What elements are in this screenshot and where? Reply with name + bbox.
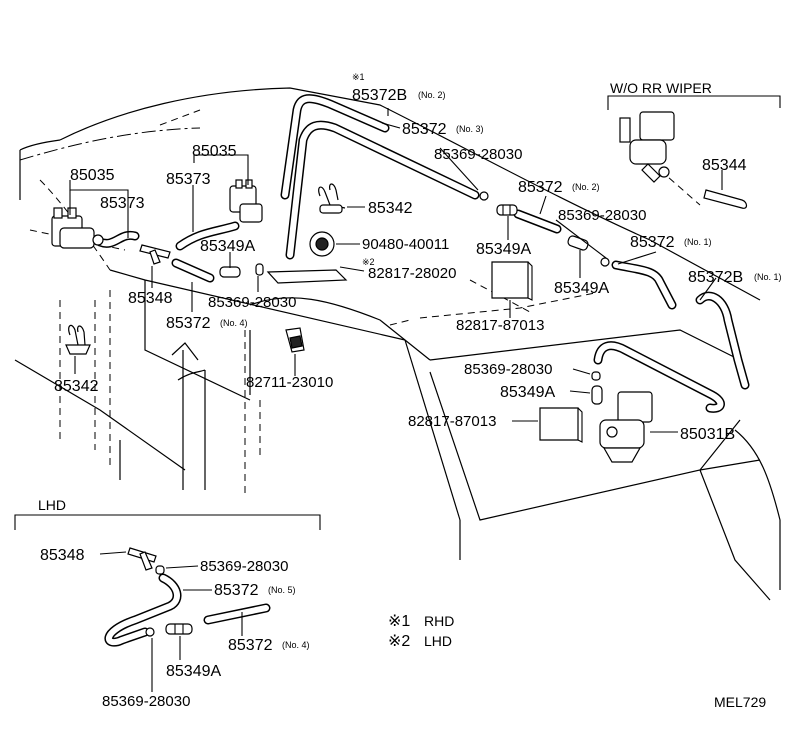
- grommet-icon: [309, 231, 335, 257]
- legend-rhd: RHD: [424, 613, 454, 629]
- washer-pump-inset-icon: [619, 111, 675, 183]
- vehicle-body-outline: [14, 87, 781, 601]
- label-85031b: 85031B: [680, 426, 735, 443]
- washer-pump-center-icon: [229, 179, 263, 223]
- header-lhd: LHD: [38, 497, 66, 513]
- part-labels: ※1 85372B (No. 2) 85372 (No. 3) 85369-28…: [54, 72, 782, 443]
- label-85372-no2: 85372: [518, 179, 563, 196]
- lhd-joint-ring-b-icon: [145, 627, 155, 637]
- label-85372b-no2: 85372B: [352, 87, 407, 104]
- label-85349a-right: 85349A: [554, 280, 609, 297]
- label-85349a-center: 85349A: [200, 238, 255, 255]
- joint-ring-lower-icon: [591, 371, 601, 381]
- legend-lhd: LHD: [424, 633, 452, 649]
- label-85372b-no1: 85372B: [688, 269, 743, 286]
- washer-pump-left-icon: [51, 207, 104, 249]
- check-valve-center-icon: [219, 266, 241, 278]
- legend: ※1 RHD ※2 LHD: [388, 613, 454, 650]
- label-85372b-no2-note: (No. 2): [418, 90, 446, 100]
- washer-hoses: [95, 94, 750, 413]
- note-mark-1: ※1: [352, 72, 365, 82]
- tee-joint-icon: [139, 244, 171, 265]
- label-82817-87013-top: 82817-87013: [456, 317, 544, 334]
- lhd-inset: [14, 514, 321, 647]
- label-90480: 90480-40011: [362, 236, 449, 253]
- joint-ring-center-icon: [255, 263, 264, 276]
- label-85349a-mid: 85349A: [476, 241, 531, 258]
- label-82817-28020: 82817-28020: [368, 265, 456, 282]
- label-85372-no2-note: (No. 2): [572, 182, 600, 192]
- label-85369-center: 85369-28030: [208, 294, 296, 311]
- lhd-label-85372-no4: 85372: [228, 637, 273, 654]
- catalog-code: MEL729: [714, 694, 766, 710]
- hose-clip-icon: [285, 327, 305, 353]
- legend-rhd-mark: ※1: [388, 613, 410, 630]
- joint-ring-mid-icon: [600, 257, 610, 267]
- note-mark-2: ※2: [362, 257, 375, 267]
- check-valve-mid-icon: [496, 204, 518, 216]
- label-85035-left: 85035: [70, 167, 115, 184]
- lhd-labels: LHD 85348 85369-28030 85372 (No. 5) 8537…: [38, 497, 310, 710]
- label-85372-no3-note: (No. 3): [456, 124, 484, 134]
- label-82711: 82711-23010: [246, 374, 333, 391]
- check-valve-lower-icon: [591, 385, 603, 405]
- legend-lhd-mark: ※2: [388, 633, 410, 650]
- pad-top-icon: [491, 261, 533, 301]
- hose-clamp-top-icon: [318, 183, 346, 214]
- label-85373-center: 85373: [166, 171, 211, 188]
- lhd-label-85349a: 85349A: [166, 663, 221, 680]
- lhd-label-85369-a: 85369-28030: [200, 558, 288, 575]
- label-85035-center: 85035: [192, 143, 237, 160]
- label-85369-mid: 85369-28030: [558, 207, 646, 224]
- label-85342-top: 85342: [368, 200, 413, 217]
- wo-rr-wiper-bracket: [607, 95, 781, 110]
- lhd-label-85348: 85348: [40, 547, 85, 564]
- label-82817-87013-lower: 82817-87013: [408, 413, 496, 430]
- label-85372-no3: 85372: [402, 121, 447, 138]
- lhd-label-85372-no4-note: (No. 4): [282, 640, 310, 650]
- pad-lower-icon: [539, 407, 583, 443]
- lhd-tee-joint-icon: [127, 547, 157, 571]
- lhd-label-85369-b: 85369-28030: [102, 693, 190, 710]
- label-85372-no1-note: (No. 1): [684, 237, 712, 247]
- lhd-label-85372-no5: 85372: [214, 582, 259, 599]
- label-85372-no4: 85372: [166, 315, 211, 332]
- label-85369-top: 85369-28030: [434, 146, 522, 163]
- label-85342-left: 85342: [54, 378, 99, 395]
- label-85372-no1: 85372: [630, 234, 675, 251]
- washer-nozzle-icon: [703, 189, 748, 209]
- label-85372b-no1-note: (No. 1): [754, 272, 782, 282]
- leader-lines: [69, 108, 723, 692]
- label-85344: 85344: [702, 157, 747, 174]
- label-85373-left: 85373: [100, 195, 145, 212]
- lhd-label-85372-no5-note: (No. 5): [268, 585, 296, 595]
- lhd-check-valve-icon: [165, 623, 193, 635]
- header-wo-rr-wiper: W/O RR WIPER: [610, 80, 712, 96]
- label-85348: 85348: [128, 290, 173, 307]
- cushion-pad-icon: [266, 269, 348, 284]
- hose-clamp-left-icon: [65, 324, 91, 355]
- lhd-joint-ring-a-icon: [155, 565, 165, 575]
- components: [51, 111, 748, 463]
- label-85369-lower: 85369-28030: [464, 361, 552, 378]
- label-85349a-lower: 85349A: [500, 384, 555, 401]
- joint-ring-top-icon: [479, 191, 489, 201]
- label-85372-no4-note: (No. 4): [220, 318, 248, 328]
- washer-pump-lower-icon: [599, 391, 653, 463]
